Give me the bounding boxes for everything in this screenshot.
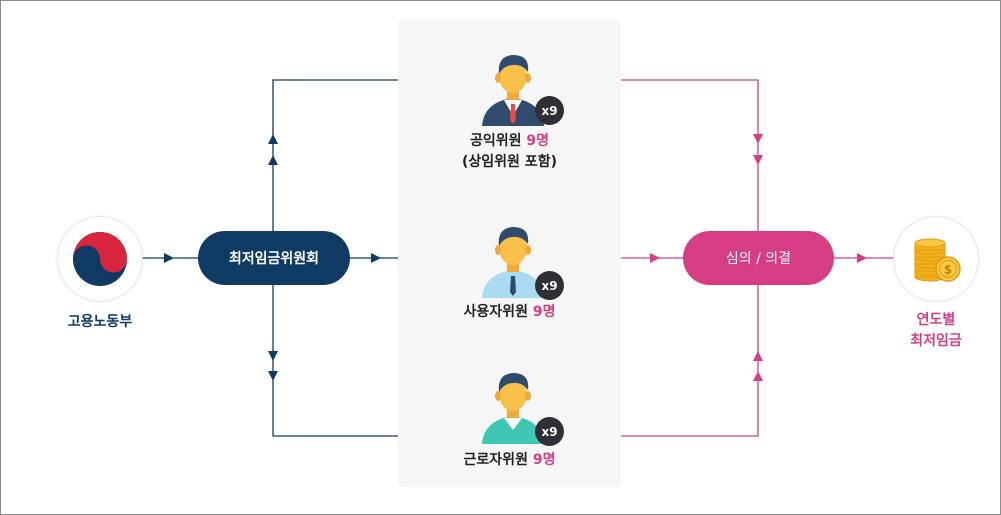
member-label: 사용자위원 9명 — [398, 302, 621, 323]
taegeuk-emblem-icon — [71, 230, 129, 286]
result-coins-circle: $ — [893, 216, 979, 302]
panel-top-to-deliberation-line — [621, 79, 759, 231]
member-name: 근로자위원 — [463, 452, 528, 468]
arrow-right-icon — [650, 253, 660, 263]
arrow-down-icon — [268, 351, 278, 361]
gold-coins-icon: $ — [914, 238, 961, 282]
ministry-label: 고용노동부 — [67, 314, 133, 330]
result-label-line1: 연도별 — [916, 312, 956, 328]
arrow-up-icon — [268, 155, 278, 165]
arrow-up-icon — [753, 371, 763, 381]
member-name: 공익위원 — [469, 133, 522, 149]
result-label: 연도별 최저임금 — [880, 310, 992, 352]
member-count-badge: x9 — [535, 96, 564, 125]
committee-bottom-branch-line — [272, 285, 398, 437]
member-label: 공익위원 9명 (상임위원 포함) — [398, 131, 621, 173]
panel-bottom-to-deliberation-line — [621, 285, 759, 437]
member-label: 근로자위원 9명 — [398, 450, 621, 471]
member-count-badge: x9 — [535, 271, 564, 300]
arrow-right-icon — [857, 253, 867, 263]
ministry-emblem-circle — [57, 216, 143, 302]
arrow-down-icon — [753, 134, 763, 144]
member-count: 9명 — [526, 133, 550, 149]
arrow-right-icon — [371, 253, 381, 263]
result-label-line2: 최저임금 — [910, 333, 962, 349]
arrow-down-icon — [268, 371, 278, 381]
member-count: 9명 — [532, 452, 556, 468]
member-count-badge: x9 — [535, 417, 564, 446]
committee-node: 최저임금위원회 — [198, 231, 350, 285]
svg-text:$: $ — [944, 263, 952, 277]
worker-member-avatar-icon — [482, 373, 544, 444]
member-name: 사용자위원 — [463, 304, 528, 320]
arrow-right-icon — [164, 253, 174, 263]
employer-member-avatar-icon — [482, 227, 544, 298]
member-sub: (상임위원 포함) — [462, 154, 557, 170]
deliberation-node: 심의 / 의결 — [683, 231, 834, 285]
committee-top-branch-line — [272, 79, 398, 231]
arrow-up-icon — [268, 134, 278, 144]
arrow-down-icon — [753, 155, 763, 165]
member-count: 9명 — [532, 304, 556, 320]
public-member-avatar-icon — [482, 55, 544, 126]
arrow-up-icon — [753, 351, 763, 361]
